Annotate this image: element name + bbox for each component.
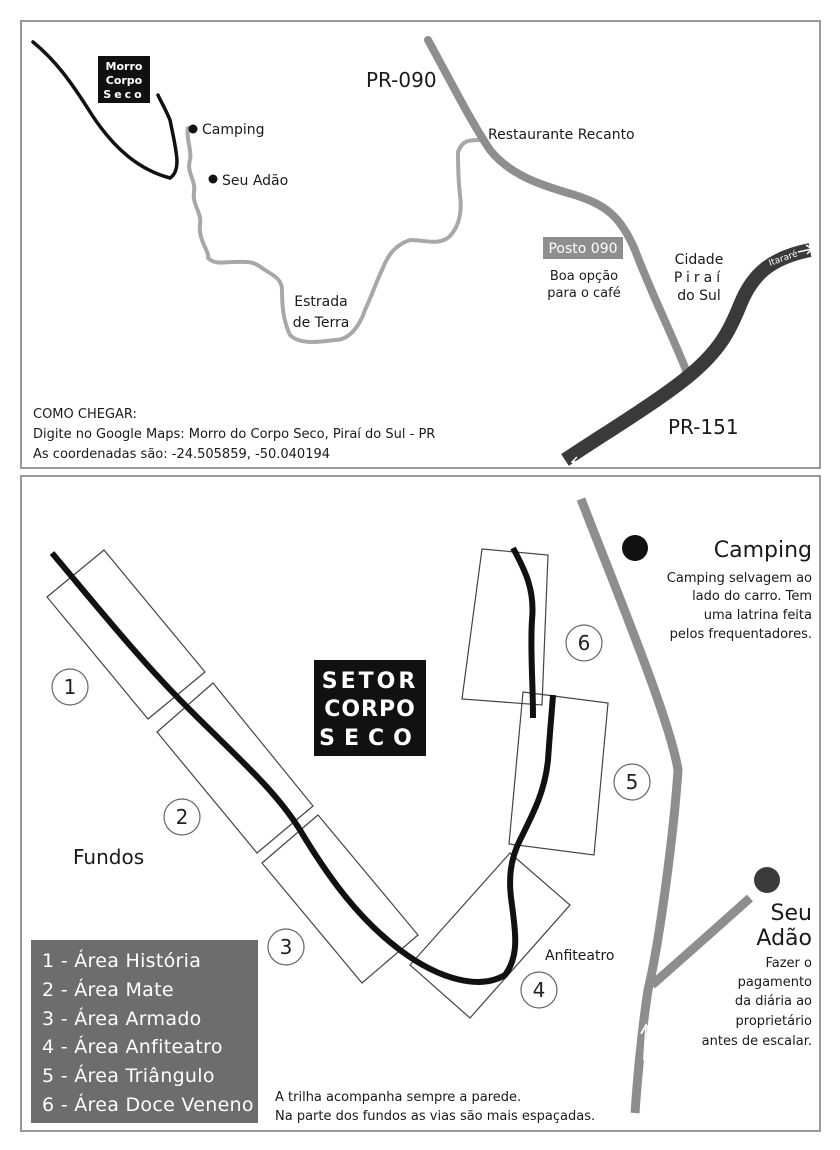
wall-trail-upper — [510, 546, 536, 719]
area-2-number: 2 — [176, 805, 189, 829]
area-4-marker-icon — [520, 971, 558, 1009]
label-pr151: PR-151 — [668, 415, 739, 439]
dirt-road — [185, 126, 482, 344]
estrada-line-2: de Terra — [293, 315, 350, 331]
access-map-frame — [20, 20, 821, 469]
area-1-number: 1 — [64, 675, 77, 699]
side-road-seu-adao — [649, 894, 754, 989]
area-3-number: 3 — [280, 935, 293, 959]
arrow-ponta-grossa-icon — [570, 456, 585, 466]
legend-item-6: 6 - Área Doce Veneno — [42, 1093, 254, 1116]
area-5-number: 5 — [626, 770, 639, 794]
area-4-zone — [409, 852, 571, 1019]
camping-note-4: pelos frequentadores. — [670, 627, 812, 642]
como-chegar-line-1: Digite no Google Maps: Morro do Corpo Se… — [33, 427, 435, 442]
legend-item-2: 2 - Área Mate — [42, 978, 174, 1001]
seu-adao-point-icon — [208, 174, 218, 184]
posto-note-1: Boa opção — [550, 269, 618, 284]
city-line-3: do Sul — [677, 288, 721, 304]
posto-note-2: para o café — [547, 286, 620, 301]
estrada-line-1: Estrada — [294, 294, 347, 310]
legend-box — [31, 940, 258, 1123]
seu-adao-note-1: Fazer o — [765, 956, 812, 971]
legend-item-5: 5 - Área Triângulo — [42, 1064, 215, 1087]
area-5-marker-icon — [613, 763, 651, 801]
trail-note-2: Na parte dos fundos as vias são mais esp… — [275, 1109, 595, 1124]
badge-line-1: Morro — [106, 60, 143, 73]
seu-adao-title-1: Seu — [771, 901, 812, 926]
ridge-trail — [31, 40, 179, 180]
wall-trail-main — [49, 551, 556, 985]
access-road-gray — [576, 497, 683, 1114]
camping-title: Camping — [714, 538, 812, 563]
label-restaurante: Restaurante Recanto — [488, 127, 635, 143]
camping-note-2: lado do carro. Tem — [692, 589, 812, 604]
badge-line-3: Seco — [103, 88, 144, 101]
label-seu-adao: Seu Adão — [222, 173, 288, 189]
seu-adao-note-2: pagamento — [738, 975, 812, 990]
seu-adao-marker-icon — [754, 867, 780, 893]
sector-title-1: SETOR — [322, 669, 419, 694]
legend-item-4: 4 - Área Anfiteatro — [42, 1035, 223, 1058]
area-6-zone — [461, 548, 549, 706]
area-2-zone — [156, 682, 314, 854]
area-6-marker-icon — [565, 624, 603, 662]
camping-marker-icon — [622, 535, 648, 561]
area-4-number: 4 — [533, 978, 546, 1002]
area-2-marker-icon — [163, 798, 201, 836]
sector-title-block — [314, 660, 426, 756]
legend-item-3: 3 - Área Armado — [42, 1007, 202, 1030]
label-posto: Posto 090 — [548, 241, 617, 257]
camping-point-icon — [188, 124, 198, 134]
como-chegar-line-2: As coordenadas são: -24.505859, -50.0401… — [33, 447, 330, 462]
badge-morro-corpo-seco — [98, 56, 150, 103]
city-line-2: Piraí — [674, 270, 724, 286]
seu-adao-note-5: antes de escalar. — [702, 1034, 812, 1049]
label-fundos: Fundos — [73, 845, 144, 869]
area-1-marker-icon — [51, 668, 89, 706]
label-anfiteatro: Anfiteatro — [545, 948, 614, 964]
legend-item-1: 1 - Área História — [42, 949, 201, 972]
sector-title-3: SECO — [319, 726, 421, 751]
road-pr090 — [424, 36, 692, 379]
sector-title-2: CORPO — [324, 697, 416, 722]
label-camping: Camping — [202, 122, 265, 138]
seu-adao-title-2: Adão — [756, 926, 812, 951]
road-pr151 — [561, 243, 812, 466]
area-number-markers: 1 2 3 4 5 6 — [51, 624, 651, 1009]
city-line-1: Cidade — [675, 252, 724, 268]
como-chegar-title: COMO CHEGAR: — [33, 407, 137, 422]
area-5-zone — [508, 691, 609, 856]
camping-note-1: Camping selvagem ao — [667, 571, 812, 586]
area-3-marker-icon — [267, 928, 305, 966]
arrow-itarare-icon — [797, 244, 814, 255]
seu-adao-note-3: da diária ao — [735, 994, 812, 1009]
label-pr090: PR-090 — [366, 68, 437, 92]
area-1-zone — [46, 549, 206, 720]
area-6-number: 6 — [578, 631, 591, 655]
camping-note-3: uma latrina feita — [704, 608, 812, 623]
area-rectangles — [46, 548, 609, 1019]
posto-badge — [543, 237, 623, 259]
badge-line-2: Corpo — [106, 74, 143, 87]
road-arrow-icon — [640, 1023, 652, 1061]
trail-note-1: A trilha acompanha sempre a parede. — [275, 1090, 521, 1105]
seu-adao-note-4: proprietário — [736, 1014, 812, 1029]
